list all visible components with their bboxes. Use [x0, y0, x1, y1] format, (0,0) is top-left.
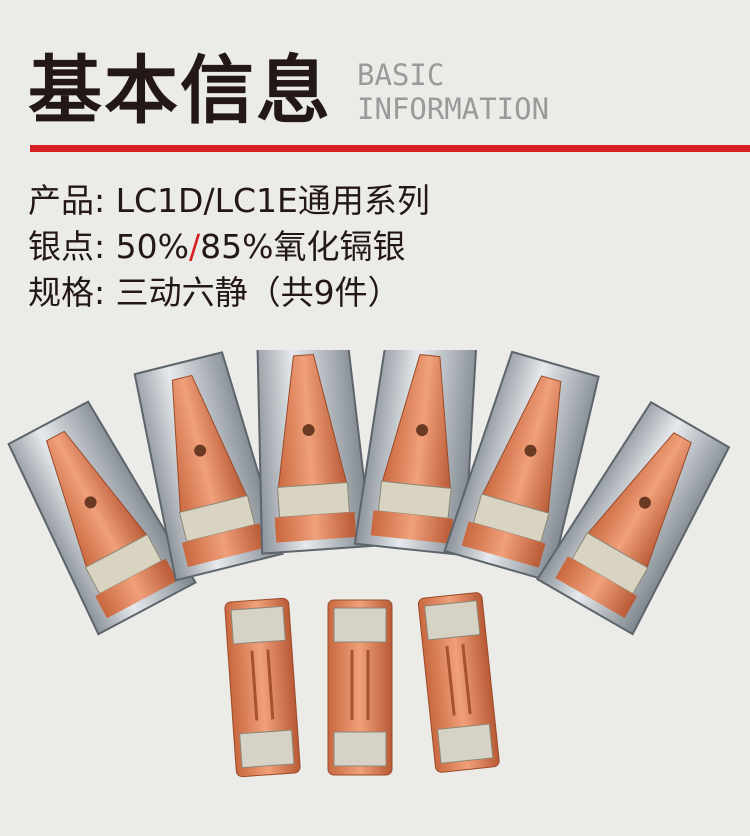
spec-label: 产品: [28, 181, 106, 220]
spec-list: 产品: LC1D/LC1E通用系列 银点: 50%/85%氧化镉银 规格: 三动… [28, 178, 430, 316]
page-title: 基本信息 [28, 48, 332, 134]
spec-label: 银点: [28, 227, 106, 266]
spec-value: 三动六静（共9件） [115, 273, 401, 312]
subtitle-line-2: INFORMATION [357, 92, 550, 126]
fixed-contact [222, 596, 303, 779]
red-divider [30, 145, 750, 152]
spec-product: 产品: LC1D/LC1E通用系列 [28, 178, 430, 224]
moving-contact [246, 350, 373, 555]
spec-separator: / [188, 227, 201, 266]
spec-value-a: 50% [115, 227, 189, 266]
spec-value-b: 85%氧化镉银 [200, 227, 406, 266]
spec-value: LC1D/LC1E通用系列 [115, 181, 430, 220]
fixed-contact [326, 598, 394, 777]
fixed-contact [416, 590, 502, 775]
page-subtitle: BASIC INFORMATION [357, 58, 549, 126]
spec-silver-point: 银点: 50%/85%氧化镉银 [28, 224, 430, 270]
subtitle-line-1: BASIC [357, 58, 445, 92]
product-photo [0, 350, 739, 779]
spec-specification: 规格: 三动六静（共9件） [28, 270, 430, 316]
spec-label: 规格: [28, 273, 106, 312]
